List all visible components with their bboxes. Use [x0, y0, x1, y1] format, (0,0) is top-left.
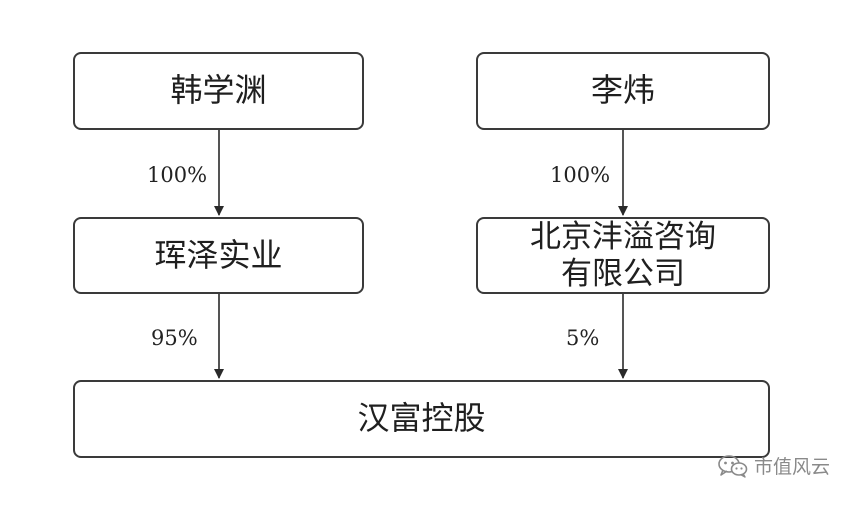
- node-beijing-fengyi: 北京沣溢咨询 有限公司: [476, 217, 770, 294]
- node-beijing-fengyi-label-line2: 有限公司: [561, 255, 685, 292]
- node-li-wei: 李炜: [476, 52, 770, 130]
- node-han-xueyuan-label: 韩学渊: [170, 71, 267, 110]
- node-beijing-fengyi-label-line1: 北京沣溢咨询: [530, 218, 716, 255]
- node-han-xueyuan: 韩学渊: [73, 52, 364, 130]
- edge-label-beijing-to-hanfu: 5%: [566, 326, 600, 350]
- edge-label-huize-to-hanfu: 95%: [151, 326, 198, 350]
- node-hanfu-holdings-label: 汉富控股: [357, 399, 486, 438]
- edge-label-han-to-huize: 100%: [147, 163, 208, 187]
- wechat-icon: [718, 454, 748, 478]
- node-hanfu-holdings: 汉富控股: [73, 380, 770, 458]
- edge-label-li-to-beijing: 100%: [550, 163, 611, 187]
- watermark-text: 市值风云: [754, 456, 831, 478]
- node-huize-industrial: 珲泽实业: [73, 217, 364, 294]
- node-li-wei-label: 李炜: [590, 71, 655, 110]
- watermark: 市值风云: [718, 452, 830, 479]
- node-huize-industrial-label: 珲泽实业: [154, 235, 283, 274]
